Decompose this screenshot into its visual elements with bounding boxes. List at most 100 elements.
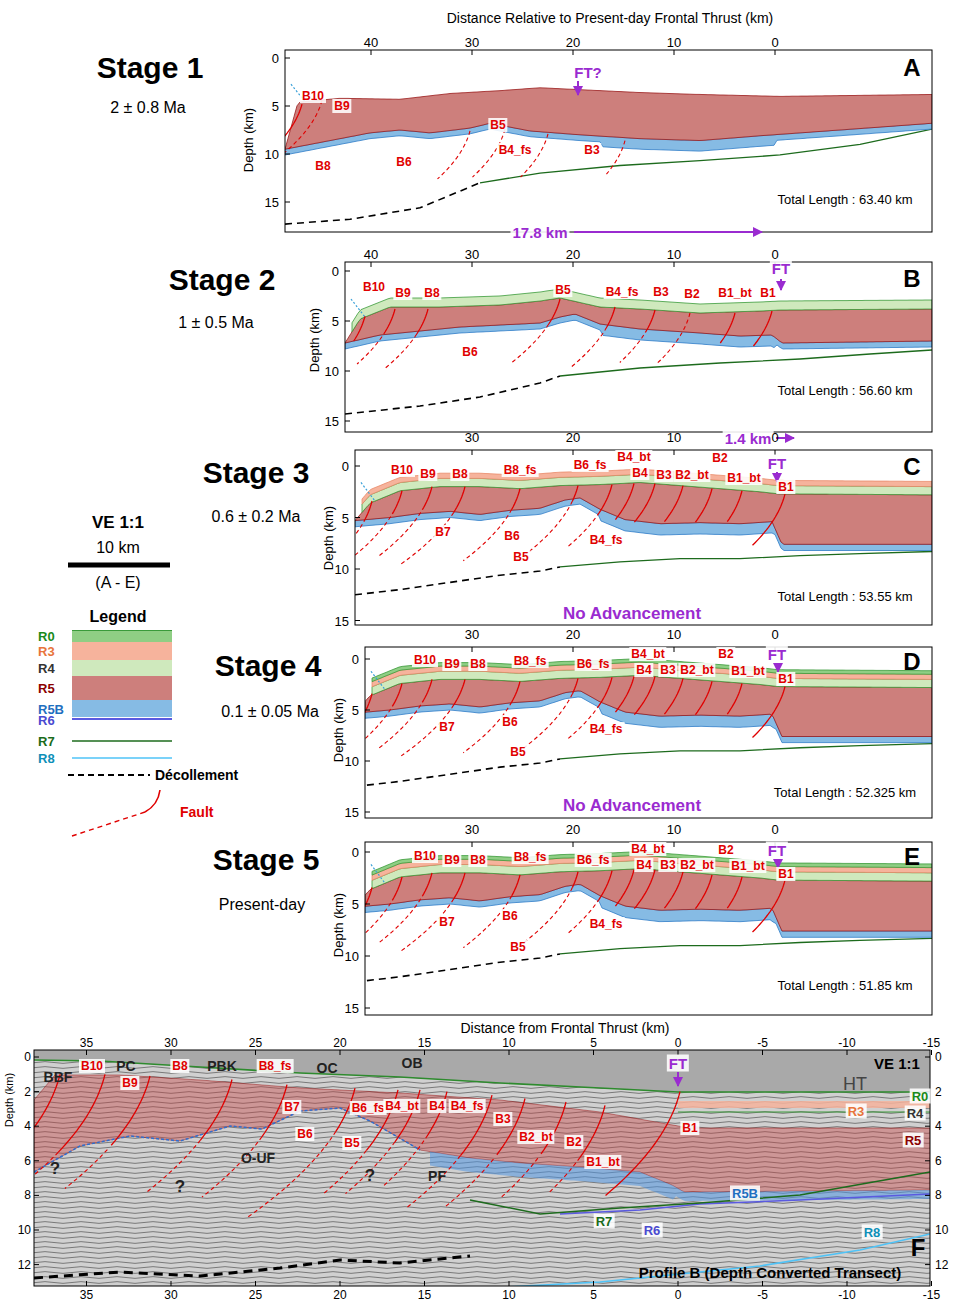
fault-label: B5 [488,118,507,132]
fault-line [422,679,432,702]
tick-label: 5 [590,1037,597,1049]
fault-label: B5 [511,550,530,564]
axis-title: Depth (km) [332,893,345,957]
stage-age: 1 ± 0.5 Ma [178,315,253,331]
frontal-thrust-label: FT [766,455,788,472]
legend-swatch [72,676,172,700]
stage-title: Stage 2 [169,265,276,295]
backstop-line [371,671,385,689]
uncertain-mark: ? [175,1178,185,1195]
tick-mark [472,647,473,652]
fault-line [615,484,634,520]
tick-mark [931,1050,932,1055]
tick-label: 10 [667,431,681,444]
horizon-label: R7 [594,1214,615,1229]
fault-line [753,311,772,346]
fault-label: B8_fs [257,1059,294,1073]
tick-label: 20 [566,431,580,444]
r4-layer [362,474,932,512]
r5b-boundary [34,1108,420,1172]
fault-label: B6 [394,155,413,169]
fault-line [695,875,712,909]
projected-fault [620,335,644,363]
tick-label: 10 [265,148,279,161]
tick-mark [931,1281,932,1286]
fault-line [392,683,402,706]
tick-mark [365,659,370,660]
scale-label: VE 1:1 [92,514,144,531]
decollement [365,954,560,982]
tick-label: 30 [164,1289,177,1301]
fault-label: B9 [418,467,437,481]
projected-fault [285,100,322,153]
cross-section-panel [334,842,932,1015]
length-note: Total Length : 63.40 km [777,193,912,206]
tick-mark [365,852,370,853]
projected-fault [571,327,607,367]
cross-section-panel [334,647,932,818]
tick-label: 10 [18,1224,31,1236]
tick-mark [371,262,372,267]
axis-title: Depth (km) [308,308,321,372]
fault-line [727,491,742,522]
tick-mark [925,1230,930,1231]
frontal-thrust-label: FT [766,842,788,859]
decollement [34,1256,470,1278]
fault-label: B2_bt [517,1130,554,1144]
structure-label: PBK [207,1059,237,1073]
stage-title: Stage 4 [215,651,322,681]
tick-label: 10 [935,1224,948,1236]
tick-mark [355,517,360,518]
tick-label: 15 [335,614,349,627]
tick-mark [255,1281,256,1286]
tick-mark [674,842,675,847]
cross-section-panel [279,50,932,232]
tick-label: 0 [332,265,339,278]
tick-label: 10 [502,1037,515,1049]
fault-label: B4_fs [588,722,625,736]
tick-label: -5 [757,1289,768,1301]
tick-mark [34,1264,39,1265]
fault-label: B4 [427,1099,446,1113]
tick-label: 15 [345,806,359,819]
tick-mark [285,202,290,203]
decollement [355,567,560,595]
tick-mark [345,371,350,372]
shortening-label: 17.8 km [510,224,569,241]
tick-mark [775,50,776,55]
panel-letter: D [903,650,920,674]
projected-fault [324,1150,367,1193]
tick-mark [925,1057,930,1058]
fault-line [753,494,786,546]
fault-label: B9 [393,286,412,300]
backstop-line [371,864,385,883]
fault-line [34,1074,60,1152]
legend-swatch [72,660,172,676]
r3-band [678,1101,930,1108]
tick-mark [34,1230,39,1231]
tick-mark [34,1160,39,1161]
fault-label: B1 [776,867,795,881]
projected-fault [438,131,471,179]
tick-mark [762,1281,763,1286]
fault-label: B1 [758,286,777,300]
legend-label: R7 [38,735,55,748]
tick-label: 10 [667,36,681,49]
tick-mark [674,647,675,652]
axis-title: Depth (km) [322,506,335,570]
fault-line [753,687,786,738]
cross-section-panel [345,262,932,432]
fault-label: B4_fs [588,533,625,547]
tick-mark [762,1050,763,1055]
tick-label: -5 [757,1037,768,1049]
panel-content [345,289,932,414]
fault-line [417,309,428,334]
fault-label: B6_fs [572,458,609,472]
tick-label: 15 [325,415,339,428]
tick-mark [573,647,574,652]
tick-mark [674,450,675,455]
fault-line [454,679,465,705]
projected-fault [379,705,421,748]
length-note: Total Length : 51.85 km [777,979,912,992]
tick-mark [285,58,290,59]
